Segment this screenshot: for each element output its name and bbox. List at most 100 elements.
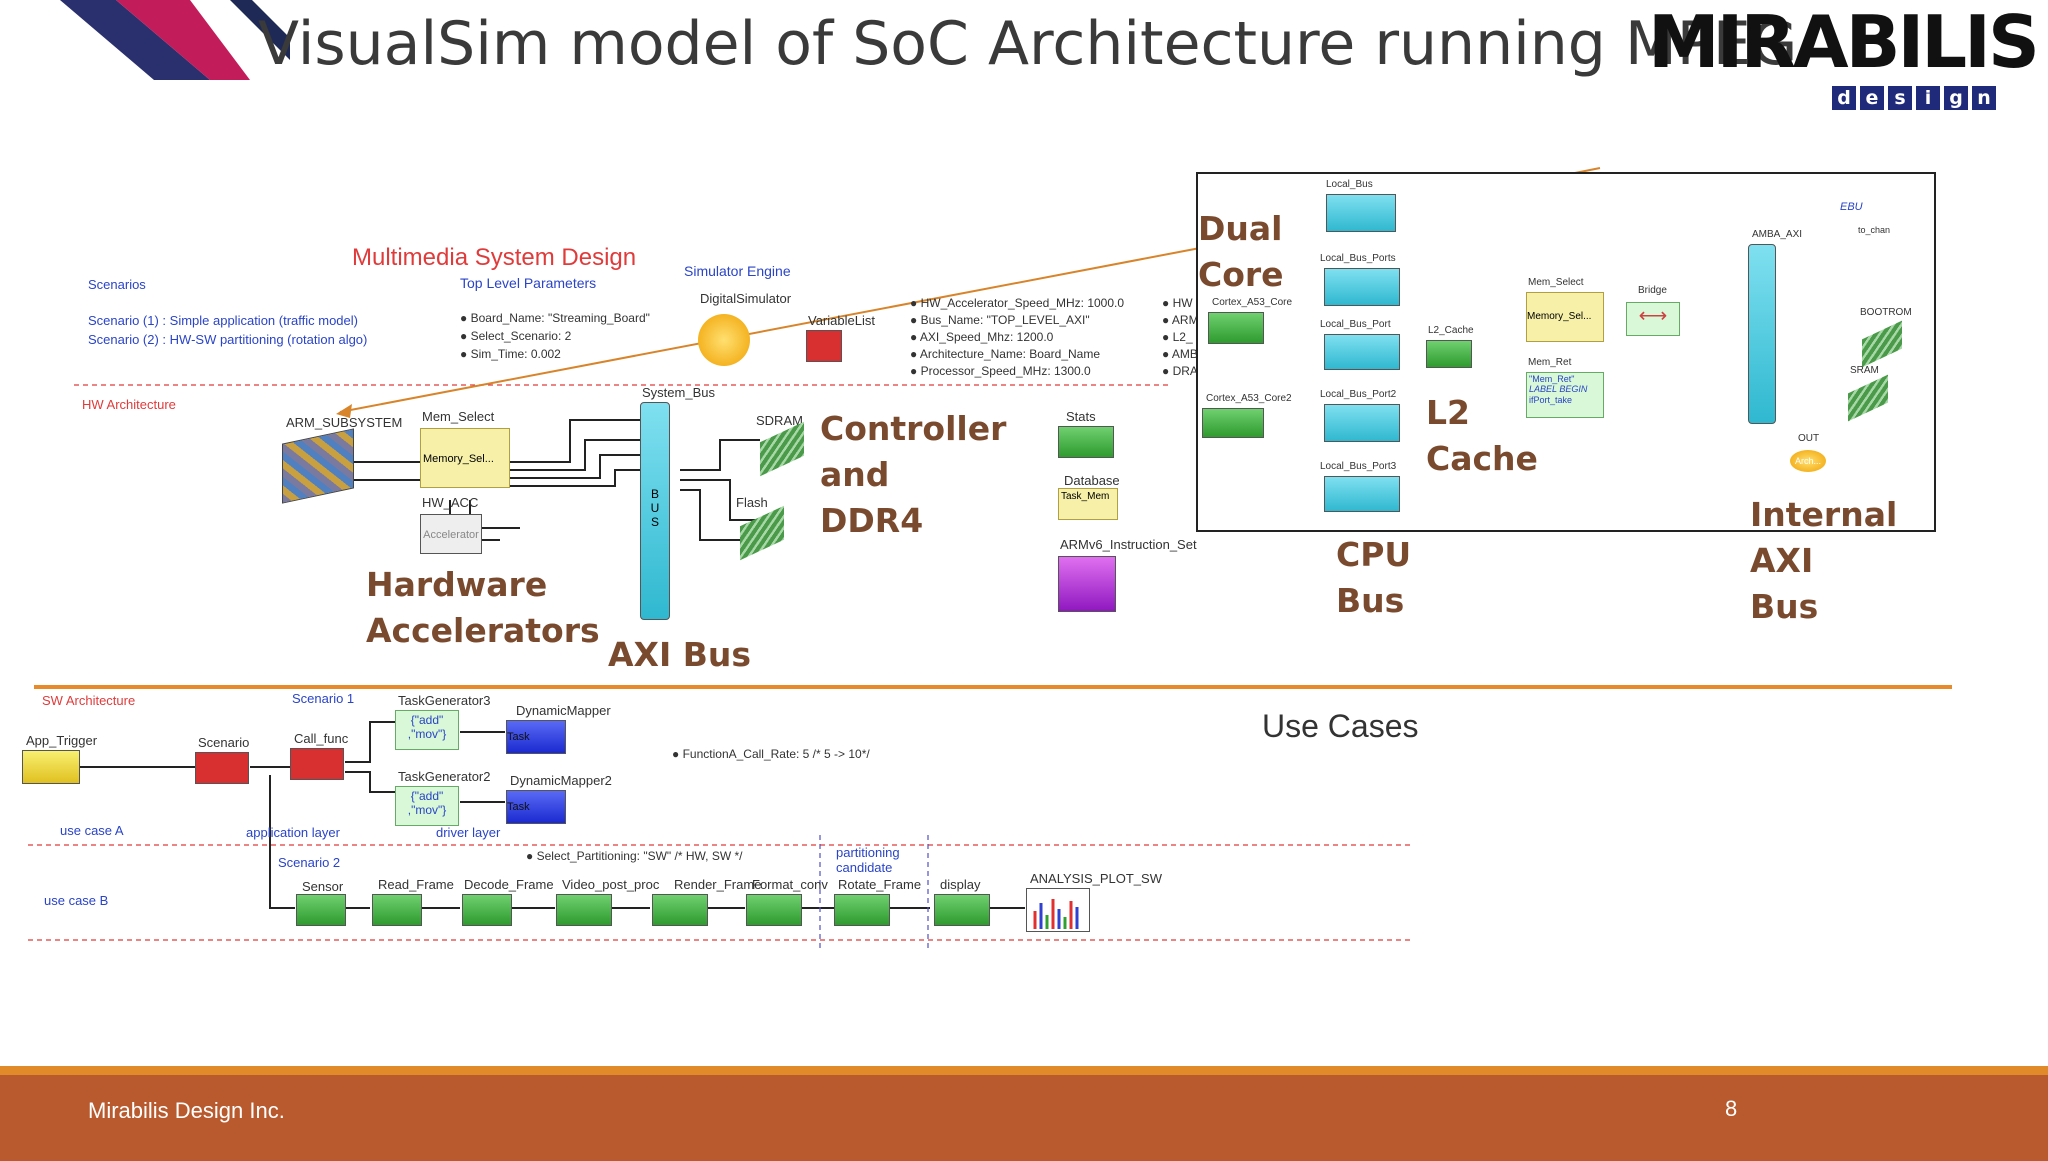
param-text: Select_Partitioning: "SW" /* HW, SW */ xyxy=(536,849,743,863)
amba-axi-label: AMBA_AXI xyxy=(1752,229,1803,240)
call-func-label: Call_func xyxy=(294,731,349,746)
ebu-label: EBU xyxy=(1840,201,1863,213)
pipeline-label: Decode_Frame xyxy=(464,877,554,892)
bridge-block[interactable]: ⟷ xyxy=(1626,302,1680,336)
database-block[interactable]: Task_Mem xyxy=(1058,488,1118,520)
task-mem-text: Task_Mem xyxy=(1061,491,1110,502)
taskgen2-block[interactable]: {"add" ,"mov"} xyxy=(395,786,459,826)
memory-select-zoom-text: Memory_Sel... xyxy=(1527,311,1592,322)
pipeline-block-decode-frame[interactable] xyxy=(462,894,512,926)
digital-simulator-label: DigitalSimulator xyxy=(700,291,792,306)
memory-select-block[interactable]: Memory_Sel... xyxy=(420,428,510,488)
multimedia-header: Multimedia System Design xyxy=(352,244,637,271)
variable-list-icon[interactable] xyxy=(806,330,842,362)
simulator-engine: Simulator Engine xyxy=(684,263,791,279)
taskgen2-label: TaskGenerator2 xyxy=(398,769,491,784)
section-separator xyxy=(34,685,1952,689)
pipeline-label: Read_Frame xyxy=(378,877,454,892)
accelerator-block[interactable]: Accelerator xyxy=(420,514,482,554)
local-bus-label: Local_Bus xyxy=(1326,179,1373,190)
pipeline-block-format-conv[interactable] xyxy=(746,894,802,926)
param-text: L2_ xyxy=(1172,330,1193,344)
simulator-engine-icon[interactable] xyxy=(698,314,750,366)
cortex-core-block[interactable] xyxy=(1208,312,1264,344)
app-trigger-label: App_Trigger xyxy=(26,733,98,748)
param-text: HW_Accelerator_Speed_MHz: 1000.0 xyxy=(920,296,1125,310)
label-begin-text: LABEL BEGIN xyxy=(1529,384,1588,395)
callout-controller-ddr4: Controller and DDR4 xyxy=(820,409,1007,541)
use-cases-label: Use Cases xyxy=(1262,708,1419,744)
param-sim-time: ● Sim_Time: 0.002 xyxy=(460,347,561,361)
sdram-label: SDRAM xyxy=(756,413,803,428)
param-text: Bus_Name: "TOP_LEVEL_AXI" xyxy=(920,313,1090,327)
app-trigger-block[interactable] xyxy=(22,750,80,784)
scenario1-desc: Scenario (1) : Simple application (traff… xyxy=(88,313,358,328)
out-port-icon[interactable]: Arch... xyxy=(1790,450,1826,472)
param-hw-speed: ● HW_Accelerator_Speed_MHz: 1000.0 xyxy=(910,296,1125,310)
callout-l2-cache: L2 Cache xyxy=(1426,393,1538,479)
analysis-plot-block[interactable] xyxy=(1026,888,1090,932)
variable-list-label: VariableList xyxy=(808,313,875,328)
param-proc-speed: ● Processor_Speed_MHz: 1300.0 xyxy=(910,364,1091,378)
local-bus-port-label: Local_Bus_Port xyxy=(1320,319,1391,330)
pipeline-block-video-post-proc[interactable] xyxy=(556,894,612,926)
use-case-b-label: use case B xyxy=(44,893,109,908)
logo-letter: d xyxy=(1832,86,1856,110)
mem-select-label: Mem_Select xyxy=(422,409,495,424)
pipeline-block-display[interactable] xyxy=(934,894,990,926)
local-bus-port3-block[interactable] xyxy=(1324,476,1400,512)
stats-block[interactable] xyxy=(1058,426,1114,458)
scenario1-label: Scenario 1 xyxy=(292,691,355,706)
param-text: Select_Scenario: 2 xyxy=(470,329,572,343)
mem-ret-label: Mem_Ret xyxy=(1528,357,1572,368)
partitioning-candidate-label: partitioning candidate xyxy=(836,845,900,875)
taskgen3-block[interactable]: {"add" ,"mov"} xyxy=(395,710,459,750)
callout-dual-core: Dual Core xyxy=(1198,209,1284,295)
local-bus-ports-block[interactable] xyxy=(1324,268,1400,306)
local-bus-port3-label: Local_Bus_Port3 xyxy=(1320,461,1397,472)
logo-letter: i xyxy=(1916,86,1940,110)
dynmapper-block[interactable]: Task xyxy=(506,720,566,754)
analysis-plot-label: ANALYSIS_PLOT_SW xyxy=(1030,871,1162,886)
param-text: AXI_Speed_Mhz: 1200.0 xyxy=(919,330,1054,344)
pipeline-block-read-frame[interactable] xyxy=(372,894,422,926)
dynmapper2-block[interactable]: Task xyxy=(506,790,566,824)
pipeline-block-render-frame[interactable] xyxy=(652,894,708,926)
pipeline-label: display xyxy=(940,877,981,892)
memory-select-zoom-block[interactable]: Memory_Sel... xyxy=(1526,292,1604,342)
param-bus-name: ● Bus_Name: "TOP_LEVEL_AXI" xyxy=(910,313,1090,327)
local-bus-port2-block[interactable] xyxy=(1324,404,1400,442)
call-func-block[interactable] xyxy=(290,748,344,780)
param-arch-name: ● Architecture_Name: Board_Name xyxy=(910,347,1101,361)
callout-internal-axi-bus: Internal AXI Bus xyxy=(1750,495,1898,627)
pipeline-block-sensor[interactable] xyxy=(296,894,346,926)
scenario2-desc: Scenario (2) : HW-SW partitioning (rotat… xyxy=(88,332,368,347)
local-bus-ports-label: Local_Bus_Ports xyxy=(1320,253,1396,264)
accelerator-text: Accelerator xyxy=(423,529,479,541)
scenario-switch-block[interactable] xyxy=(195,752,249,784)
logo-design-strip: d e s i g n xyxy=(1832,86,1996,110)
l2-cache-block[interactable] xyxy=(1426,340,1472,368)
scenarios-heading: Scenarios xyxy=(88,277,146,292)
amba-axi-bus-block[interactable] xyxy=(1748,244,1776,424)
sram-label: SRAM xyxy=(1850,365,1879,376)
task-text: Task xyxy=(507,731,530,743)
local-bus-block[interactable] xyxy=(1326,194,1396,232)
taskgen3-label: TaskGenerator3 xyxy=(398,693,491,708)
to-chan-label: to_chan xyxy=(1858,225,1891,235)
pipeline-label: Sensor xyxy=(302,879,344,894)
out-label: OUT xyxy=(1798,433,1820,444)
memory-select-text: Memory_Sel... xyxy=(423,453,494,465)
logo-letter: s xyxy=(1888,86,1912,110)
system-bus-block[interactable]: B U S xyxy=(640,402,670,620)
arm-subsystem-label: ARM_SUBSYSTEM xyxy=(286,415,403,430)
select-partitioning-param: ● Select_Partitioning: "SW" /* HW, SW */ xyxy=(526,849,743,863)
cortex-core2-block[interactable] xyxy=(1202,408,1264,438)
system-bus-label: System_Bus xyxy=(642,385,715,400)
pipeline-block-rotate-frame[interactable] xyxy=(834,894,890,926)
local-bus-port-block[interactable] xyxy=(1324,334,1400,370)
instruction-set-block[interactable] xyxy=(1058,556,1116,612)
param-text: ARM xyxy=(1171,313,1199,327)
param-text: Processor_Speed_MHz: 1300.0 xyxy=(920,364,1091,378)
